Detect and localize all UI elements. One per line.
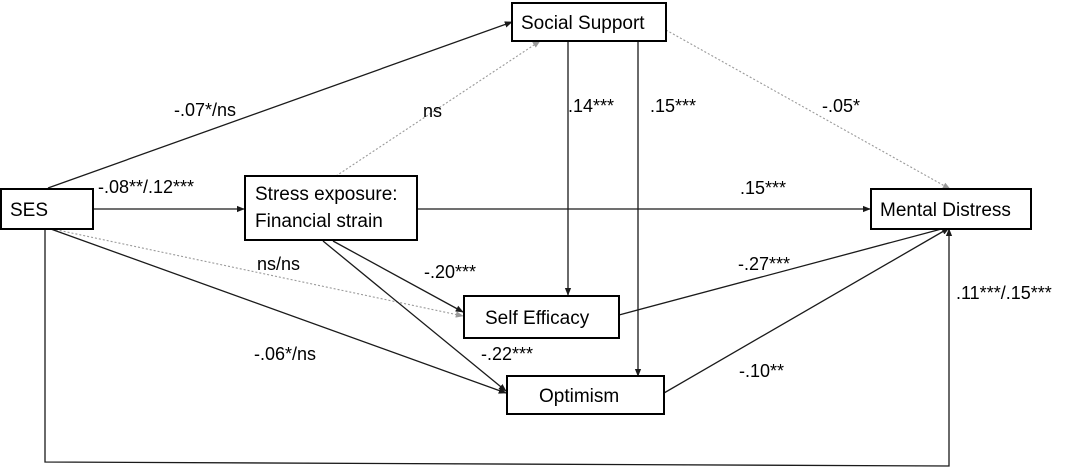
edge-ses-to-mental-distress: [44, 228, 953, 467]
node-social-support: Social Support: [511, 2, 667, 42]
edge-optimism-to-mental-distress: [663, 227, 950, 394]
edge-stress-to-optimism: [322, 240, 507, 392]
label-ses-to-stress-exposure: -.08**/.12***: [98, 177, 194, 197]
node-mental-distress-label: Mental Distress: [880, 200, 1011, 221]
node-optimism-label: Optimism: [539, 386, 619, 407]
edge-stress-to-social-support: [335, 40, 541, 177]
label-ses-to-social-support: -.07*/ns: [174, 100, 236, 120]
label-social-support-to-optimism: .15***: [650, 96, 696, 116]
edge-ses-to-optimism: [47, 227, 507, 394]
edge-social-support-to-mental-distress: [665, 29, 951, 190]
edge-ses-to-social-support: [47, 21, 513, 189]
label-stress-to-social-support: ns: [423, 101, 442, 121]
node-stress-exposure-label-line1: Stress exposure:: [255, 184, 398, 205]
label-social-support-to-mental-distress: -.05*: [822, 96, 860, 116]
label-stress-to-optimism: -.22***: [481, 344, 533, 364]
label-self-efficacy-to-mental-distress: -.27***: [738, 254, 790, 274]
edge-stress-to-self-efficacy: [332, 240, 464, 313]
edge-ses-to-self-efficacy: [47, 227, 464, 318]
label-stress-to-self-efficacy: -.20***: [424, 262, 476, 282]
label-ses-to-optimism: -.06*/ns: [254, 344, 316, 364]
node-self-efficacy-label: Self Efficacy: [485, 308, 590, 329]
node-self-efficacy: Self Efficacy: [463, 295, 620, 339]
node-mental-distress: Mental Distress: [870, 188, 1032, 230]
label-social-support-to-self-efficacy: .14***: [568, 96, 614, 116]
node-optimism: Optimism: [506, 375, 665, 415]
label-stress-to-mental-distress: .15***: [740, 178, 786, 198]
node-ses-label: SES: [10, 200, 48, 221]
node-ses: SES: [0, 188, 94, 230]
label-optimism-to-mental-distress: -.10**: [739, 361, 784, 381]
label-ses-to-mental-distress: .11***/.15***: [956, 283, 1052, 303]
node-stress-exposure: Stress exposure: Financial strain: [244, 175, 418, 241]
node-stress-exposure-label-line2: Financial strain: [255, 211, 383, 232]
label-ses-to-self-efficacy: ns/ns: [257, 254, 300, 274]
edge-self-efficacy-to-mental-distress: [618, 225, 950, 316]
node-social-support-label: Social Support: [521, 13, 645, 34]
